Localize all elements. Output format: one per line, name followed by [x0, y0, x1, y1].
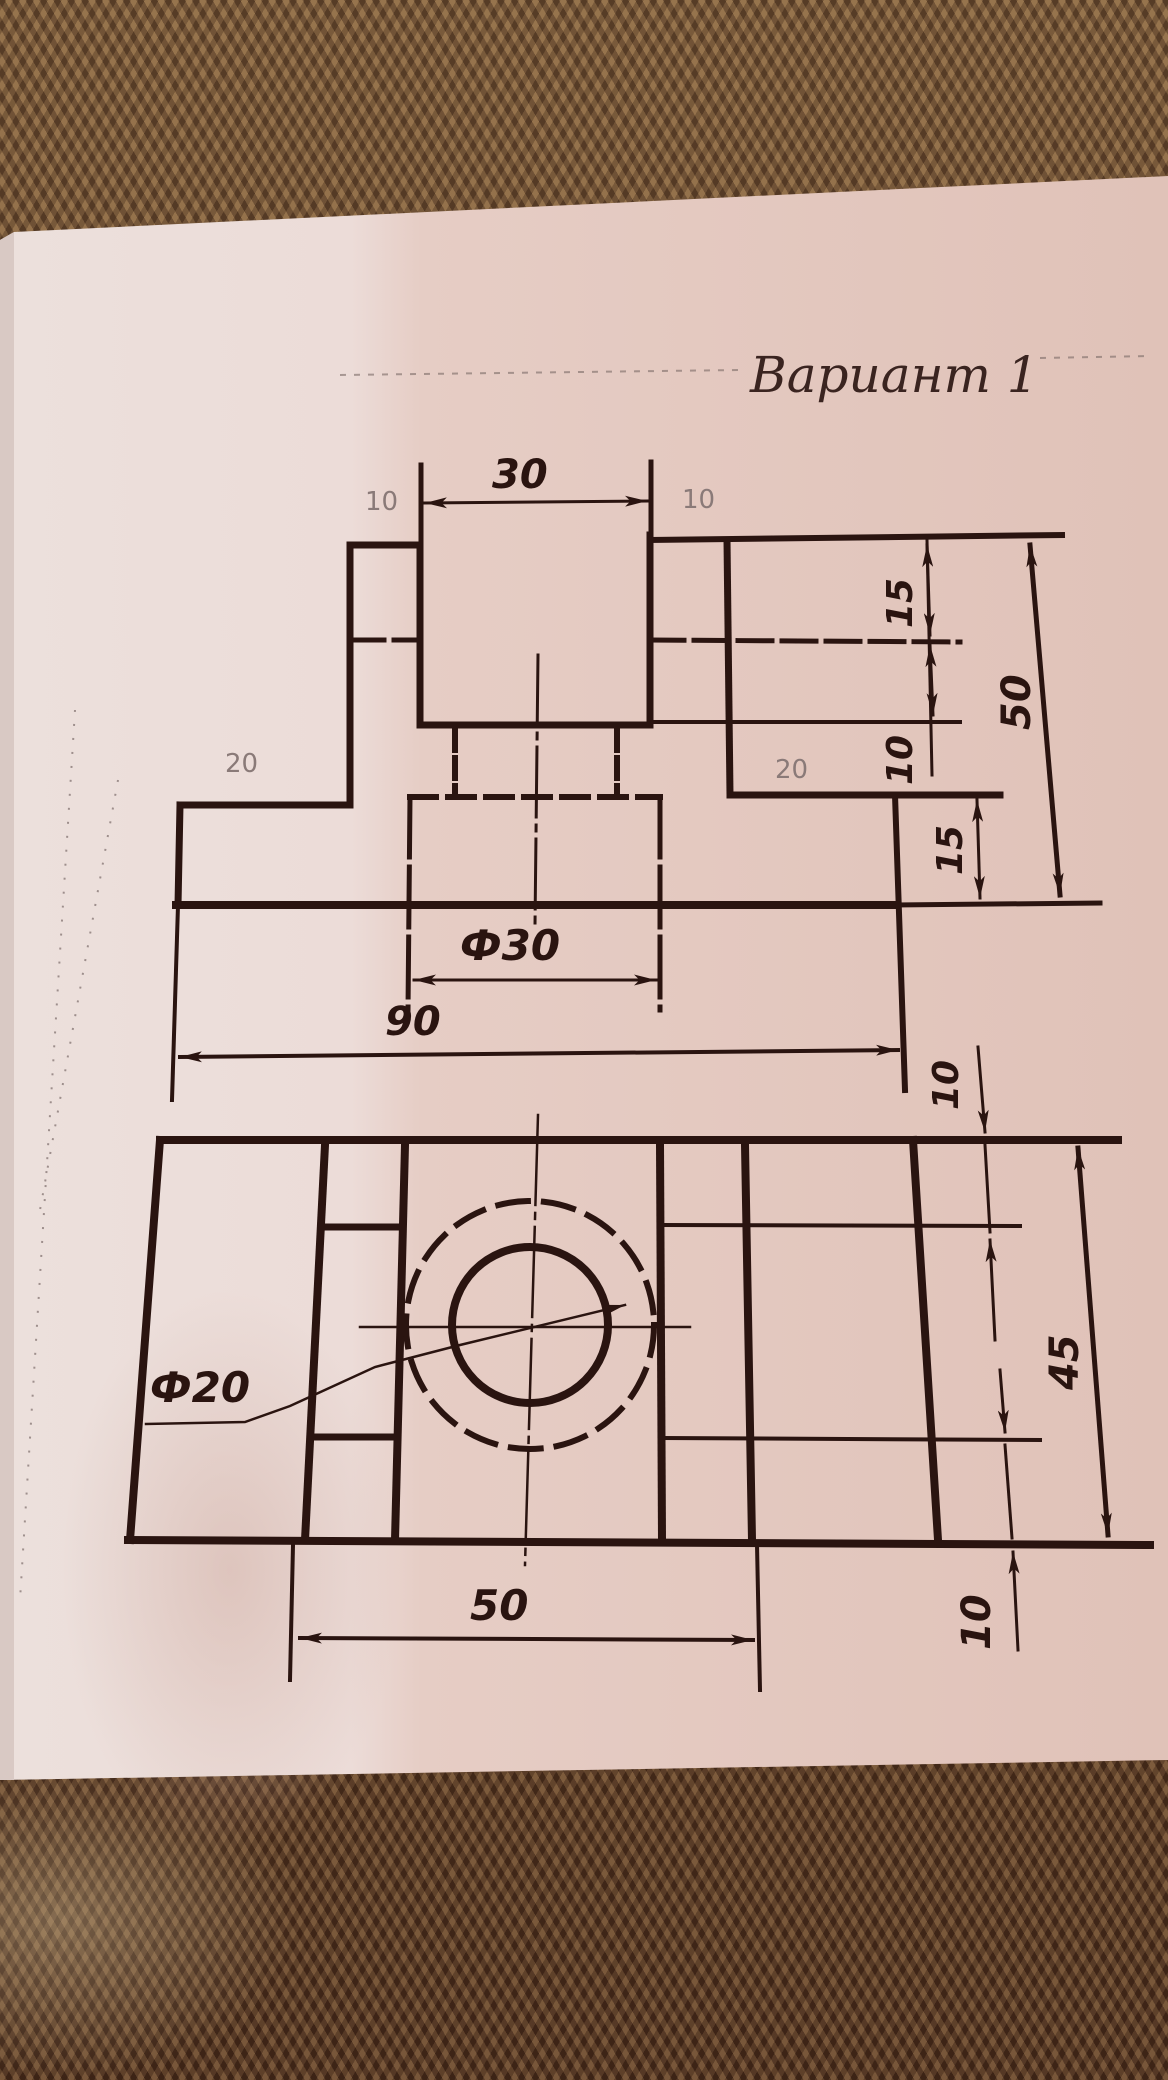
dim-bottom-offset: 10 — [954, 1594, 1000, 1650]
pencil-note: 20 — [225, 749, 258, 779]
dim-total-width: 90 — [385, 999, 441, 1045]
pencil-note: 10 — [365, 487, 398, 517]
dim-top-offset: 10 — [926, 1060, 967, 1110]
dim-depth-total: 45 — [1042, 1334, 1088, 1391]
dim-bore-diameter: Ф30 — [460, 921, 560, 970]
pencil-note: 10 — [682, 485, 715, 515]
dim-hole-diameter: Ф20 — [150, 1363, 250, 1412]
top-view — [123, 1045, 1155, 1693]
dim-total-height: 50 — [994, 674, 1040, 730]
front-view — [169, 459, 1103, 1103]
title-line: Вариант 1 — [339, 346, 1151, 404]
dim-upper-step: 15 — [880, 578, 921, 628]
title-text: Вариант 1 — [749, 346, 1039, 404]
top-view-dimensions: Ф20 50 45 10 10 — [150, 1060, 1088, 1650]
hand-shadow — [60, 1290, 400, 1850]
dim-top-width: 30 — [492, 452, 548, 498]
margin-dots — [19, 709, 119, 1601]
dim-mid-step: 10 — [880, 735, 921, 785]
front-view-dimensions: 30 15 10 15 50 Ф30 90 20 20 10 10 — [225, 452, 1040, 1045]
dim-slot-width: 50 — [470, 1581, 528, 1630]
pencil-note: 20 — [775, 755, 808, 785]
dim-base-height: 15 — [930, 825, 971, 875]
paper-left-strip — [0, 232, 14, 1780]
